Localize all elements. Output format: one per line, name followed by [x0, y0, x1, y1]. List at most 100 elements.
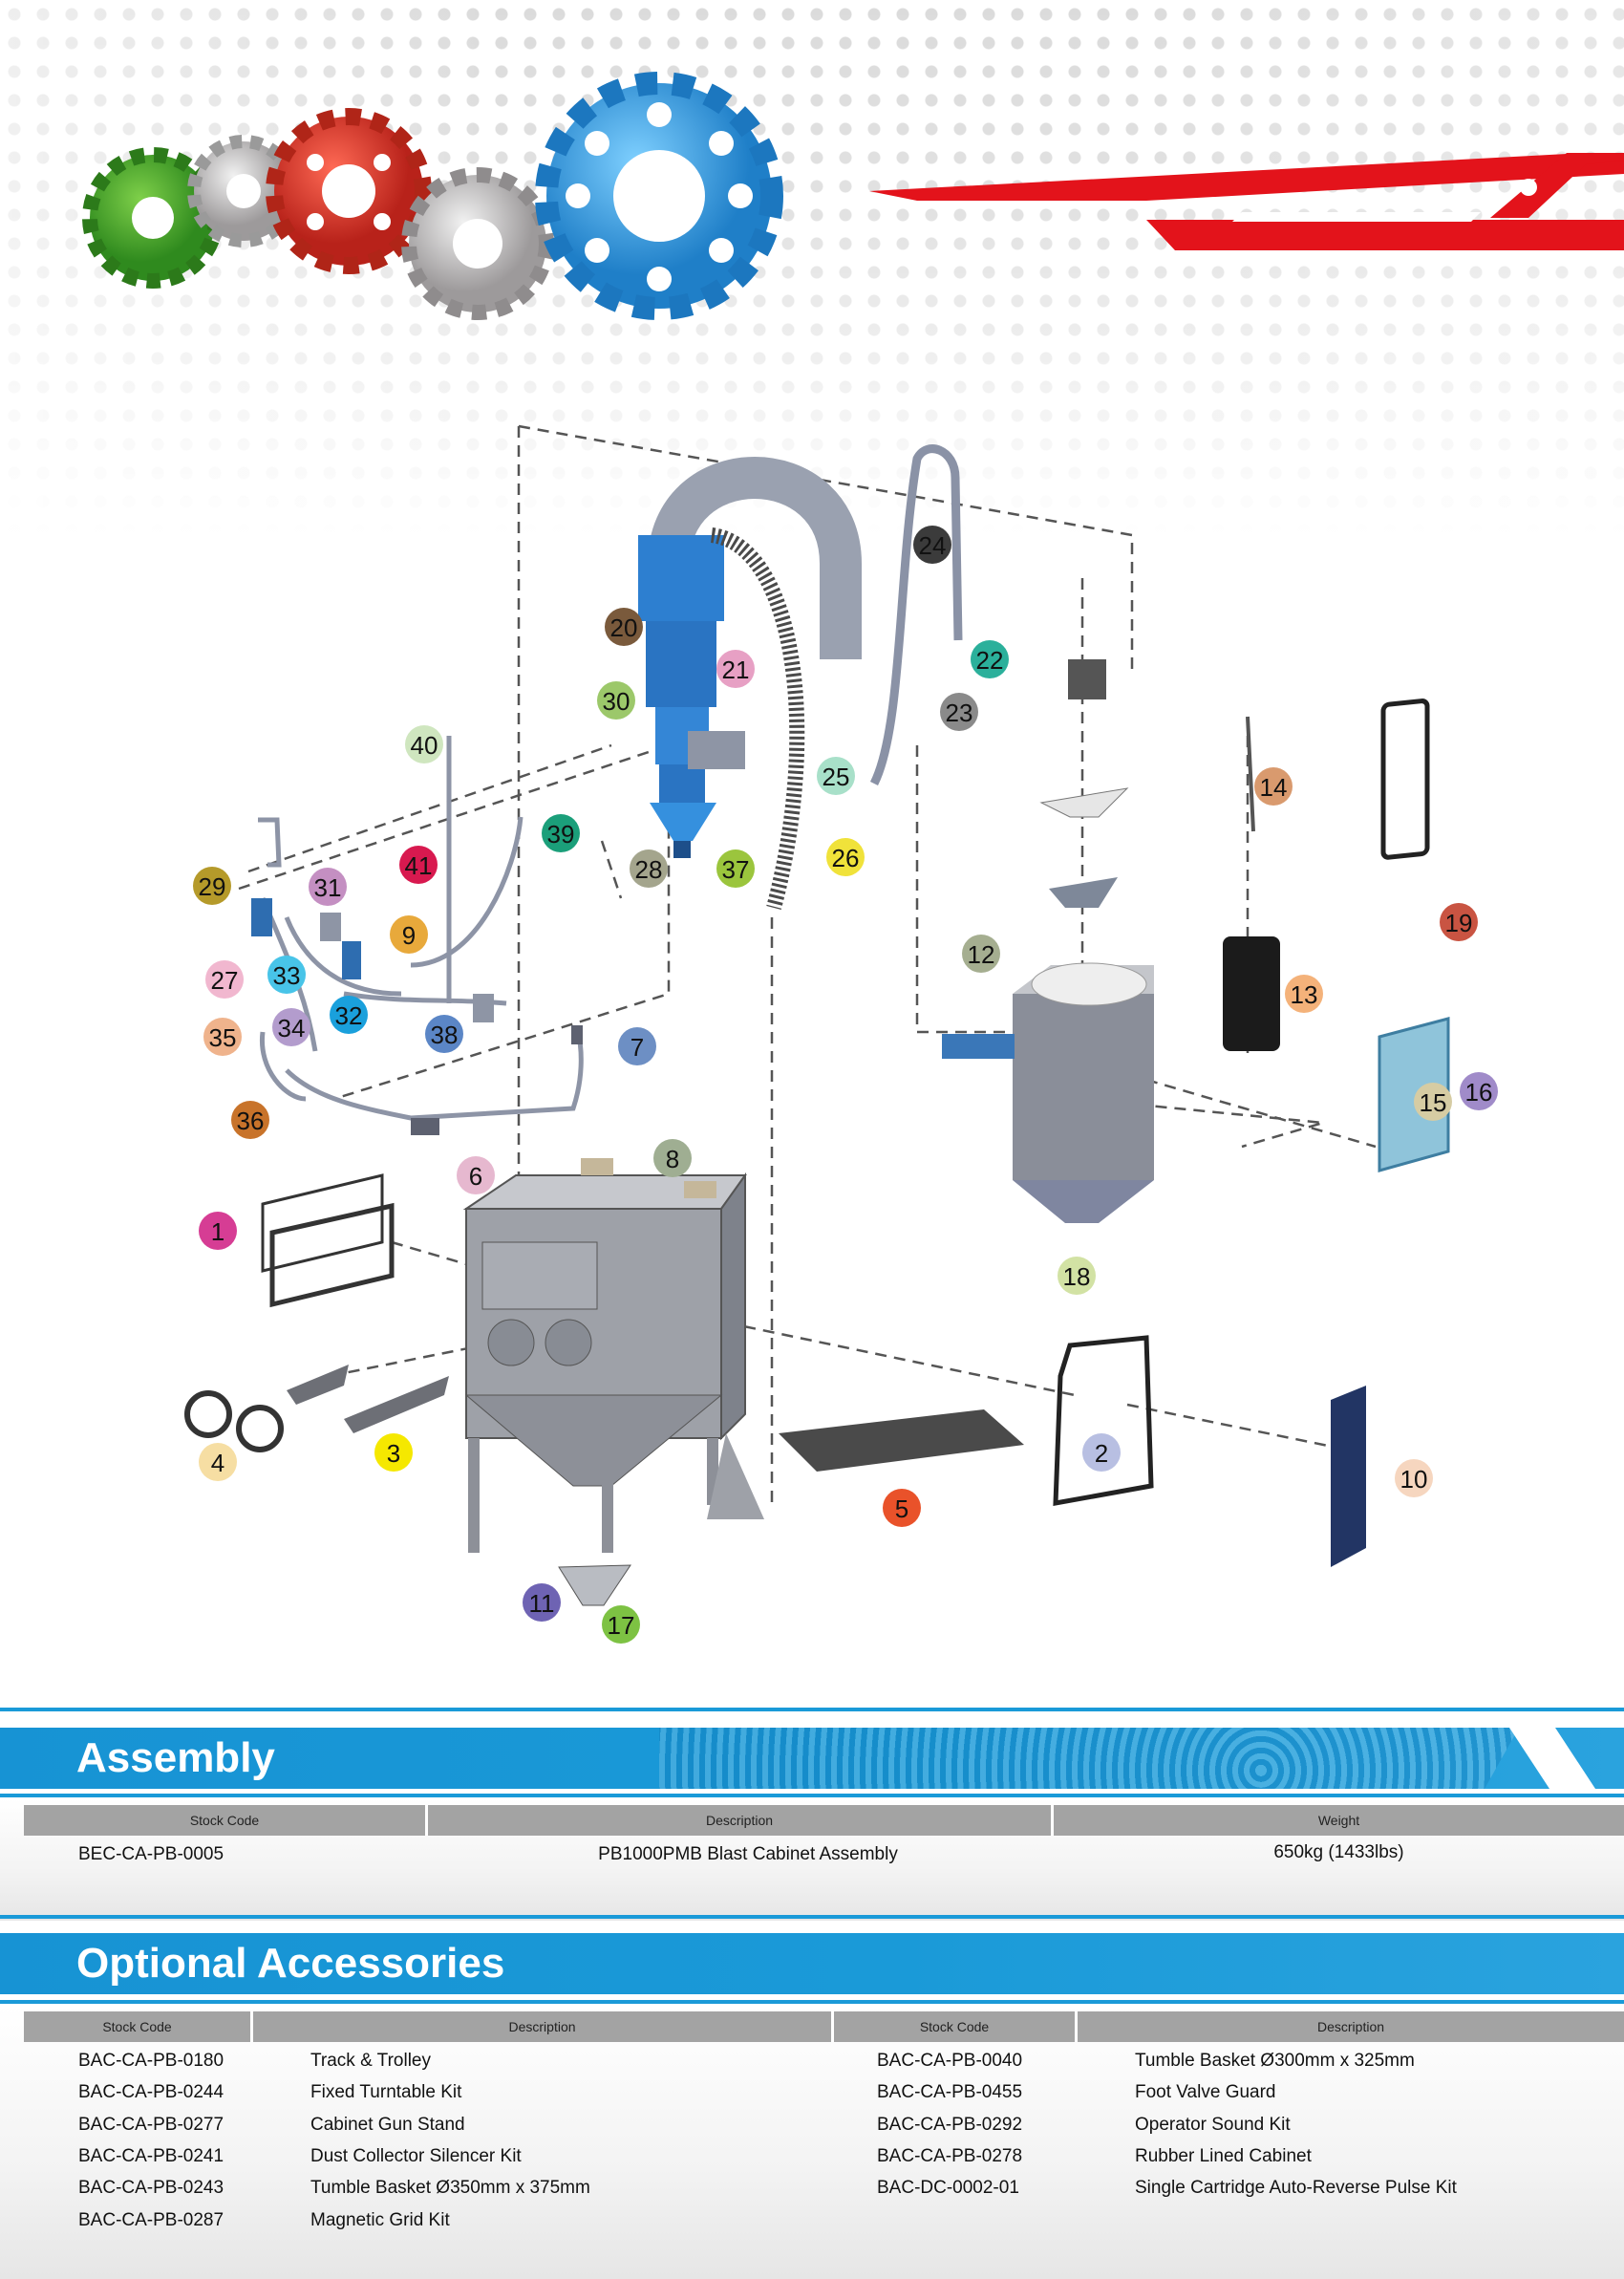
callout-label: 4	[211, 1449, 224, 1477]
accessory-stock-code: BAC-CA-PB-0455	[877, 2082, 1023, 2103]
callout-15: 15	[1414, 1083, 1452, 1121]
callout-8: 8	[653, 1139, 692, 1177]
callout-label: 41	[405, 851, 433, 880]
callout-label: 20	[610, 613, 638, 642]
callout-label: 38	[431, 1021, 459, 1049]
accessory-stock-code: BAC-CA-PB-0292	[877, 2114, 1023, 2135]
gear-icon-red	[266, 108, 432, 274]
assembly-header-bar: Assembly	[0, 1728, 1624, 1789]
accessory-description: Fixed Turntable Kit	[310, 2082, 462, 2103]
callout-27: 27	[205, 960, 244, 999]
accessory-description: Single Cartridge Auto-Reverse Pulse Kit	[1135, 2178, 1457, 2199]
callout-33: 33	[267, 956, 306, 994]
callout-41: 41	[399, 846, 438, 884]
callout-4: 4	[199, 1443, 237, 1481]
callout-label: 32	[335, 1001, 363, 1030]
callout-label: 31	[314, 873, 342, 902]
accessory-stock-code: BAC-CA-PB-0278	[877, 2145, 1023, 2166]
foot-valve	[558, 1564, 631, 1606]
callout-label: 2	[1095, 1439, 1108, 1468]
callout-label: 33	[273, 961, 301, 990]
callout-6: 6	[457, 1156, 495, 1194]
accessory-stock-code: BAC-CA-PB-0040	[877, 2051, 1023, 2071]
header-stock-code-right: Stock Code	[834, 2011, 1078, 2042]
filter-cartridge	[1223, 936, 1280, 1051]
callout-label: 9	[402, 921, 416, 950]
accessory-description: Cabinet Gun Stand	[310, 2114, 465, 2135]
callout-label: 28	[635, 855, 663, 884]
callout-1: 1	[199, 1212, 237, 1250]
accessory-stock-code: BAC-CA-PB-0243	[78, 2178, 224, 2199]
callout-24: 24	[913, 526, 951, 564]
assembly-weight: 650kg (1433lbs)	[1273, 1842, 1404, 1862]
cabinet-side-door	[1331, 1386, 1366, 1567]
accessory-description: Rubber Lined Cabinet	[1135, 2145, 1312, 2166]
callout-10: 10	[1395, 1459, 1433, 1497]
callout-label: 6	[469, 1162, 482, 1191]
accessory-description: Dust Collector Silencer Kit	[310, 2145, 522, 2166]
callout-label: 17	[608, 1611, 635, 1640]
callout-label: 22	[976, 646, 1004, 675]
callout-5: 5	[883, 1489, 921, 1527]
accessories-title: Optional Accessories	[76, 1940, 505, 1987]
callout-21: 21	[716, 650, 755, 688]
red-swoosh-graphic	[869, 153, 1624, 250]
callout-7: 7	[618, 1027, 656, 1065]
callout-label: 40	[411, 731, 438, 760]
blast-cabinet-body	[462, 1158, 764, 1553]
glove-assembly	[184, 1365, 449, 1452]
accessory-stock-code: BAC-CA-PB-0244	[78, 2082, 224, 2103]
callout-label: 39	[547, 820, 575, 849]
accessory-description: Track & Trolley	[310, 2051, 431, 2071]
callout-37: 37	[716, 849, 755, 888]
callout-label: 10	[1400, 1465, 1428, 1494]
callout-34: 34	[272, 1008, 310, 1046]
header-description: Description	[428, 1805, 1054, 1836]
callout-12: 12	[962, 935, 1000, 973]
callout-label: 15	[1420, 1088, 1447, 1117]
leader-lines	[238, 424, 1377, 1510]
callout-label: 36	[237, 1107, 265, 1135]
callout-30: 30	[597, 681, 635, 720]
callout-14: 14	[1254, 767, 1293, 806]
callout-label: 25	[823, 763, 850, 791]
callout-label: 24	[919, 531, 947, 560]
header-description-left: Description	[253, 2011, 834, 2042]
accessory-stock-code: BAC-CA-PB-0287	[78, 2209, 224, 2230]
callout-label: 21	[722, 656, 750, 684]
callout-label: 12	[968, 940, 995, 969]
accessory-description: Operator Sound Kit	[1135, 2114, 1291, 2135]
callout-label: 5	[895, 1494, 908, 1523]
callout-label: 3	[387, 1439, 400, 1468]
callout-label: 18	[1063, 1262, 1091, 1291]
mesh-grate	[779, 1409, 1024, 1472]
callout-label: 37	[722, 855, 750, 884]
callout-label: 27	[211, 966, 239, 995]
callout-26: 26	[826, 838, 865, 876]
door-gasket	[1380, 699, 1430, 860]
accessories-table-header: Stock Code Description Stock Code Descri…	[24, 2011, 1624, 2042]
callout-18: 18	[1058, 1257, 1096, 1295]
callout-20: 20	[605, 608, 643, 646]
callout-40: 40	[405, 725, 443, 763]
assembly-stock-code: BEC-CA-PB-0005	[78, 1844, 224, 1864]
callout-11: 11	[523, 1583, 561, 1622]
callout-13: 13	[1285, 975, 1323, 1013]
header-stock-code: Stock Code	[24, 1805, 428, 1836]
assembly-table-header: Stock Code Description Weight	[24, 1805, 1624, 1836]
callout-label: 11	[529, 1589, 555, 1618]
header-stock-code-left: Stock Code	[24, 2011, 253, 2042]
accessories-header-bar: Optional Accessories	[0, 1933, 1624, 1994]
accessory-stock-code: BAC-CA-PB-0180	[78, 2051, 224, 2071]
callout-label: 13	[1291, 980, 1318, 1009]
accessory-stock-code: BAC-DC-0002-01	[877, 2178, 1019, 2199]
callout-22: 22	[971, 640, 1009, 678]
callout-label: 23	[946, 699, 973, 727]
header-description-right: Description	[1316, 2019, 1385, 2034]
callout-label: 30	[603, 687, 630, 716]
cyclone-dust-collector	[638, 457, 862, 911]
accessory-description: Tumble Basket Ø350mm x 375mm	[310, 2178, 590, 2199]
door-seal	[1053, 1335, 1154, 1507]
callout-label: 16	[1465, 1078, 1493, 1107]
